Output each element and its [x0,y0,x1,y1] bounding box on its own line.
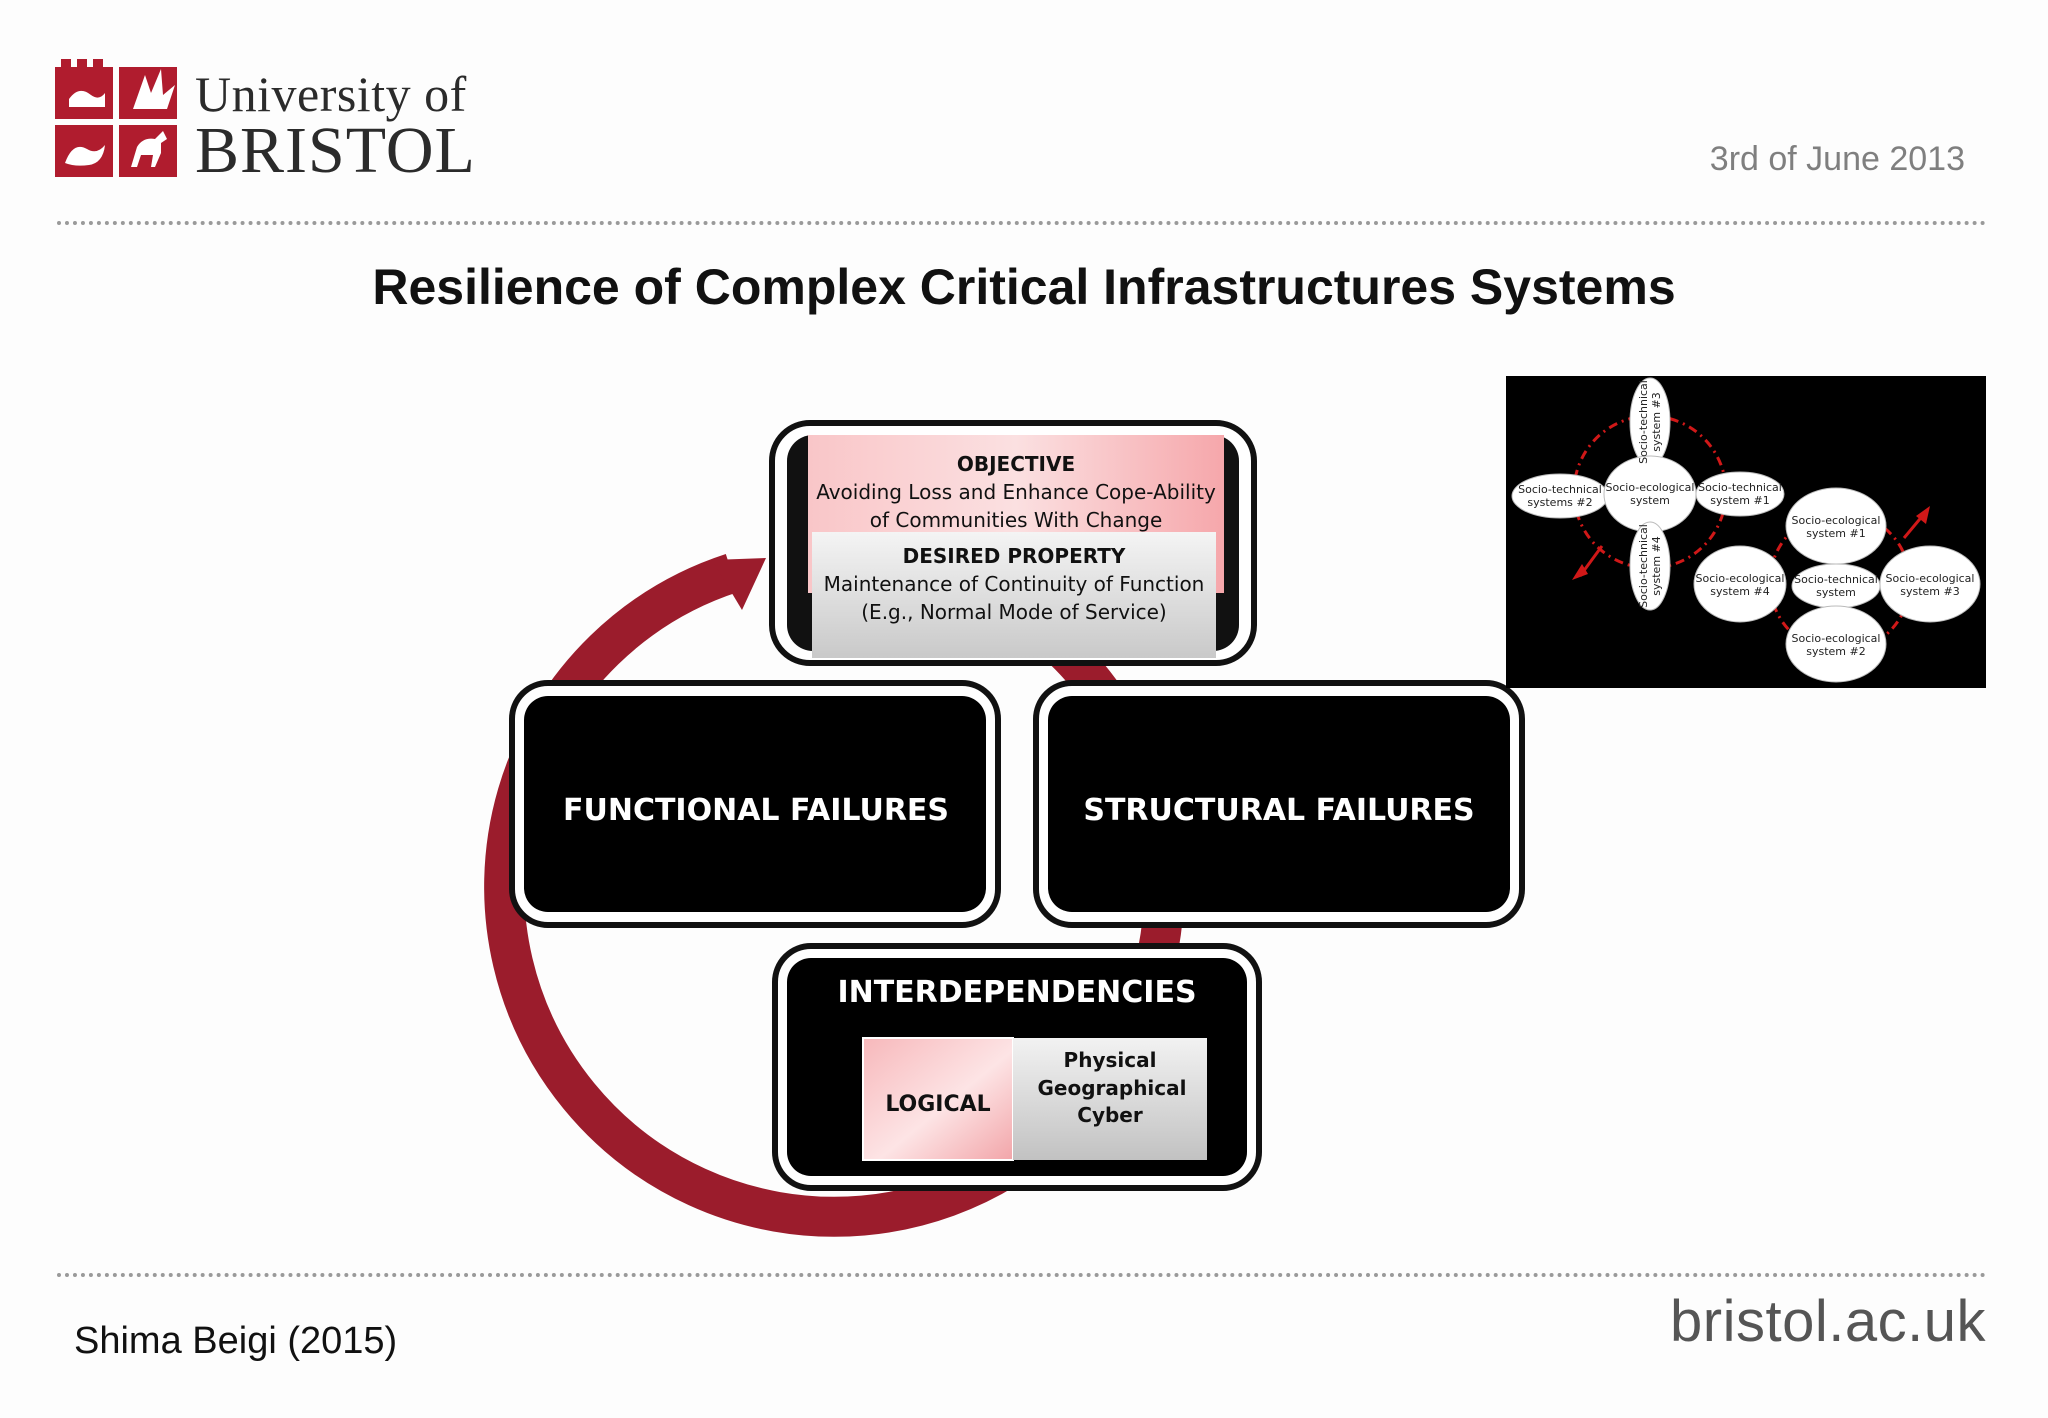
node-st-center-line1: Socio-technical [1794,573,1878,586]
bottom-divider [57,1273,1987,1277]
wordmark-line1: University of [195,66,467,122]
node-st1-line2: system #1 [1710,494,1769,507]
node-st1 [1695,471,1785,517]
functional-failures-label: FUNCTIONAL FAILURES [563,793,949,828]
cycle-arrowhead-icon [712,558,766,610]
footer-url: bristol.ac.uk [1670,1289,1986,1354]
logical-label: LOGICAL [885,1092,990,1117]
slide-title: Resilience of Complex Critical Infrastru… [372,259,1676,315]
interdependencies-box: INTERDEPENDENCIES LOGICAL Physical Geogr… [772,943,1262,1191]
node-se3 [1879,545,1981,623]
node-st3-line2: system #3 [1650,392,1663,451]
university-logo: University of BRISTOL [55,55,495,185]
desired-heading: DESIRED PROPERTY [903,544,1126,568]
node-se1-line1: Socio-ecological [1792,514,1881,527]
node-se2-line2: system #2 [1806,645,1865,658]
node-st3-line1: Socio-technical [1637,380,1650,464]
network-node-labels: Socio-technical system #3 Socio-technica… [1518,380,1974,658]
network-nodes [1511,377,1981,683]
node-st4-line1: Socio-technical [1637,524,1650,608]
node-se2-line1: Socio-ecological [1792,632,1881,645]
other-types-panel [1013,1038,1207,1160]
objective-line1: Avoiding Loss and Enhance Cope-Ability [816,480,1216,504]
logical-panel [862,1037,1014,1161]
system-network-thumbnail: Socio-technical system #3 Socio-technica… [1506,376,1986,688]
node-se3-line2: system #3 [1900,585,1959,598]
university-wordmark: University of BRISTOL [195,66,476,187]
node-se3-line1: Socio-ecological [1886,572,1975,585]
geographical-label: Geographical [1037,1076,1186,1100]
network-arrow-left-icon [1572,564,1588,580]
physical-label: Physical [1064,1048,1157,1072]
node-se-center-line2: system [1630,494,1670,507]
desired-line2: (E.g., Normal Mode of Service) [861,600,1167,624]
node-st2-line1: Socio-technical [1518,483,1602,496]
top-divider [57,221,1987,225]
interdependencies-heading: INTERDEPENDENCIES [837,975,1196,1010]
node-se-center-line1: Socio-ecological [1606,481,1695,494]
node-st1-line1: Socio-technical [1698,481,1782,494]
objective-line2: of Communities With Change [870,508,1163,532]
node-se2 [1785,605,1887,683]
node-se4-line2: system #4 [1710,585,1769,598]
node-st4 [1629,521,1671,611]
date-label: 3rd of June 2013 [1709,140,1965,178]
objective-box: OBJECTIVE Avoiding Loss and Enhance Cope… [769,420,1257,666]
structural-failures-label: STRUCTURAL FAILURES [1083,793,1474,828]
cyber-label: Cyber [1077,1103,1143,1127]
desired-property-panel [812,532,1216,658]
author-credit: Shima Beigi (2015) [74,1320,398,1362]
structural-failures-box: STRUCTURAL FAILURES [1033,680,1525,928]
node-st-center-line2: system [1816,586,1856,599]
node-se4 [1693,545,1787,623]
node-st4-line2: system #4 [1650,536,1663,595]
node-se4-line1: Socio-ecological [1696,572,1785,585]
bristol-crest-icon [55,59,177,177]
functional-failures-box: FUNCTIONAL FAILURES [509,680,1001,928]
node-st2-line2: systems #2 [1527,496,1592,509]
network-arrow-right-icon [1916,506,1930,524]
desired-line1: Maintenance of Continuity of Function [824,572,1205,596]
objective-heading: OBJECTIVE [957,452,1075,476]
system-network-figure: Socio-technical system #3 Socio-technica… [1506,376,1986,688]
wordmark-line2: BRISTOL [195,114,476,187]
node-se1-line2: system #1 [1806,527,1865,540]
